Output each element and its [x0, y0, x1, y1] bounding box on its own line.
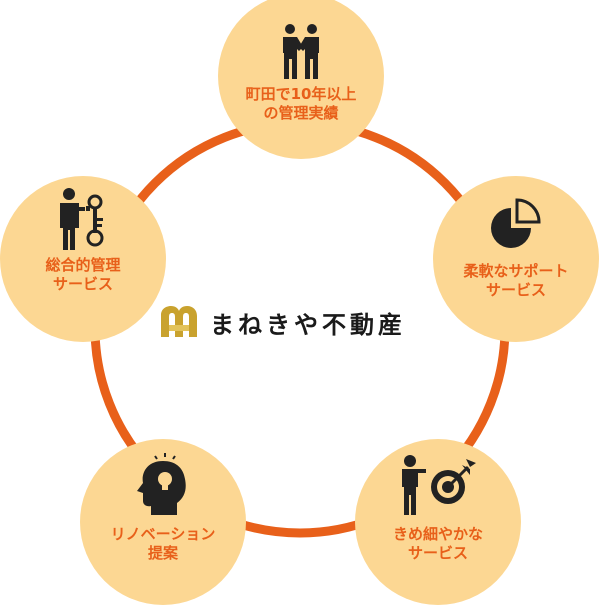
- feature-label: きめ細やかな サービス: [355, 525, 521, 563]
- brand: まねきや不動産: [158, 300, 406, 344]
- feature-label-line1: きめ細やかな: [392, 525, 483, 543]
- head-lightbulb-icon: [137, 453, 186, 515]
- pie-chart-icon: [491, 198, 541, 248]
- feature-label: リノベーション 提案: [80, 525, 246, 563]
- brand-logo-icon: [161, 306, 197, 337]
- feature-label-line2: 提案: [147, 544, 178, 562]
- feature-label-line1: 総合的管理: [45, 256, 121, 274]
- target-icon: [402, 455, 476, 515]
- feature-comprehensive-management: 総合的管理 サービス: [0, 176, 166, 342]
- brand-name: まねきや不動産: [210, 310, 406, 339]
- handshake-icon: [283, 24, 319, 79]
- feature-label-line2: サービス: [407, 544, 468, 562]
- feature-label-line2: サービス: [485, 281, 546, 299]
- feature-label-line2: の管理実績: [263, 104, 339, 122]
- feature-label: 町田で10年以上 の管理実績: [218, 85, 384, 123]
- key-person-icon: [60, 188, 104, 250]
- feature-label-line1: 町田で10年以上: [245, 85, 357, 103]
- feature-label: 柔軟なサポート サービス: [433, 262, 599, 300]
- feature-label-line1: 柔軟なサポート: [463, 262, 569, 280]
- feature-management-record: 町田で10年以上 の管理実績: [218, 0, 384, 159]
- feature-renovation-proposal: リノベーション 提案: [80, 439, 246, 605]
- feature-flexible-support: 柔軟なサポート サービス: [433, 176, 599, 342]
- feature-attentive-service: きめ細やかな サービス: [355, 439, 521, 605]
- feature-label-line1: リノベーション: [110, 525, 216, 543]
- feature-label-line2: サービス: [52, 275, 113, 293]
- feature-label: 総合的管理 サービス: [0, 256, 166, 294]
